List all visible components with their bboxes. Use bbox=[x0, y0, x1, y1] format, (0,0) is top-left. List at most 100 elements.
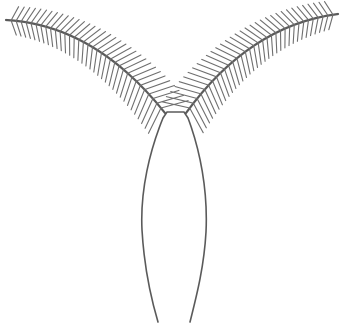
plume-barb bbox=[16, 21, 21, 36]
plume-barb bbox=[202, 59, 225, 69]
plume-barb bbox=[135, 90, 145, 115]
plume-barb bbox=[41, 11, 52, 25]
plume-barb bbox=[267, 38, 269, 59]
plume-barb bbox=[36, 10, 47, 24]
plume-barb bbox=[102, 41, 121, 53]
plume-barb bbox=[324, 16, 328, 32]
plume-barb bbox=[65, 33, 66, 53]
plume-barb bbox=[145, 103, 157, 128]
plume-barb bbox=[21, 22, 26, 38]
plume-barb bbox=[83, 29, 100, 42]
plume-barb bbox=[128, 81, 137, 105]
plume-barb bbox=[31, 9, 41, 23]
plume-barb bbox=[82, 42, 84, 63]
plume-barb bbox=[138, 94, 149, 119]
plume-barb bbox=[276, 33, 277, 53]
plume-barb bbox=[266, 18, 281, 31]
plume-barb bbox=[110, 48, 131, 60]
plume-barb bbox=[302, 22, 304, 40]
plume-barb bbox=[320, 17, 324, 33]
plume-barb bbox=[36, 24, 40, 41]
plume-barb bbox=[60, 18, 74, 32]
plume-barb bbox=[206, 55, 228, 65]
plume-barb bbox=[98, 53, 102, 76]
plume-barb bbox=[166, 97, 193, 104]
plume-barb bbox=[329, 15, 333, 30]
plume-barb bbox=[105, 59, 110, 82]
plume-barb bbox=[11, 20, 16, 35]
plume-barb bbox=[205, 89, 216, 113]
plume-barb bbox=[258, 43, 261, 64]
plume-barb bbox=[78, 40, 79, 61]
plume-barb bbox=[250, 25, 267, 37]
plume-barb bbox=[51, 14, 63, 28]
plume-barb bbox=[245, 28, 263, 40]
plume-barb bbox=[250, 49, 254, 71]
plume-barb bbox=[119, 55, 141, 66]
plume-barb bbox=[26, 22, 30, 38]
plume-barb bbox=[271, 35, 272, 56]
stalk bbox=[142, 112, 207, 322]
plume-barb bbox=[255, 23, 271, 35]
plume-barb bbox=[31, 23, 35, 40]
plume-barb bbox=[213, 81, 223, 105]
plume-barb bbox=[292, 8, 304, 21]
plume-barb bbox=[55, 30, 57, 49]
plume-barb bbox=[211, 52, 233, 62]
plume-barb bbox=[221, 44, 242, 55]
plume-barb bbox=[115, 51, 136, 62]
plume-barb bbox=[90, 47, 93, 69]
plume-barb bbox=[201, 94, 213, 118]
plume-barb bbox=[217, 77, 226, 101]
plume-barb bbox=[314, 3, 324, 16]
plume-barb bbox=[197, 99, 209, 123]
stalk-left-edge bbox=[142, 118, 163, 322]
plume-barb bbox=[287, 10, 300, 23]
plume-barb bbox=[225, 41, 245, 52]
plume-barb bbox=[131, 85, 140, 110]
plume-barb bbox=[308, 4, 318, 17]
plume-barb bbox=[193, 103, 206, 128]
plume-barb bbox=[263, 40, 266, 61]
plume-barb bbox=[281, 12, 294, 25]
plume-barb bbox=[46, 13, 58, 27]
plume-barb bbox=[93, 35, 111, 48]
plume-barb bbox=[297, 7, 308, 20]
plume-barb bbox=[128, 63, 151, 73]
right-plume bbox=[162, 2, 338, 133]
plume-barb bbox=[51, 28, 53, 46]
plume-barb bbox=[132, 67, 156, 77]
plume-barb bbox=[102, 56, 107, 79]
plume-barb bbox=[109, 62, 115, 85]
plume-barb bbox=[46, 27, 49, 45]
plume-barb bbox=[88, 32, 106, 45]
plume-barb bbox=[94, 50, 97, 72]
plume-barb bbox=[41, 25, 44, 43]
plume-barb bbox=[123, 59, 145, 70]
plume-barb bbox=[209, 85, 220, 109]
plume-barb bbox=[271, 16, 285, 29]
plume-barb bbox=[70, 22, 85, 36]
plume-barb bbox=[142, 99, 153, 124]
plume-barb bbox=[106, 44, 126, 56]
plume-barb bbox=[297, 23, 299, 41]
plume-barb bbox=[254, 46, 258, 68]
plume-barb bbox=[303, 5, 314, 18]
plume-barb bbox=[315, 18, 318, 35]
plume-barb bbox=[86, 44, 88, 66]
plume-barb bbox=[235, 34, 254, 46]
plume-barb bbox=[230, 37, 249, 48]
plume-barb bbox=[55, 16, 68, 30]
plume-barb bbox=[245, 52, 250, 74]
plume-barb bbox=[97, 38, 116, 50]
plume-barb bbox=[74, 24, 90, 37]
plume-barb bbox=[241, 55, 247, 78]
plume-barb bbox=[260, 20, 276, 33]
plume-barb bbox=[289, 27, 290, 46]
stalk-right-edge bbox=[188, 118, 206, 322]
left-plume bbox=[6, 7, 188, 134]
plume-barb bbox=[79, 26, 95, 39]
plume-barb bbox=[221, 73, 230, 97]
plume-barb bbox=[65, 20, 79, 34]
